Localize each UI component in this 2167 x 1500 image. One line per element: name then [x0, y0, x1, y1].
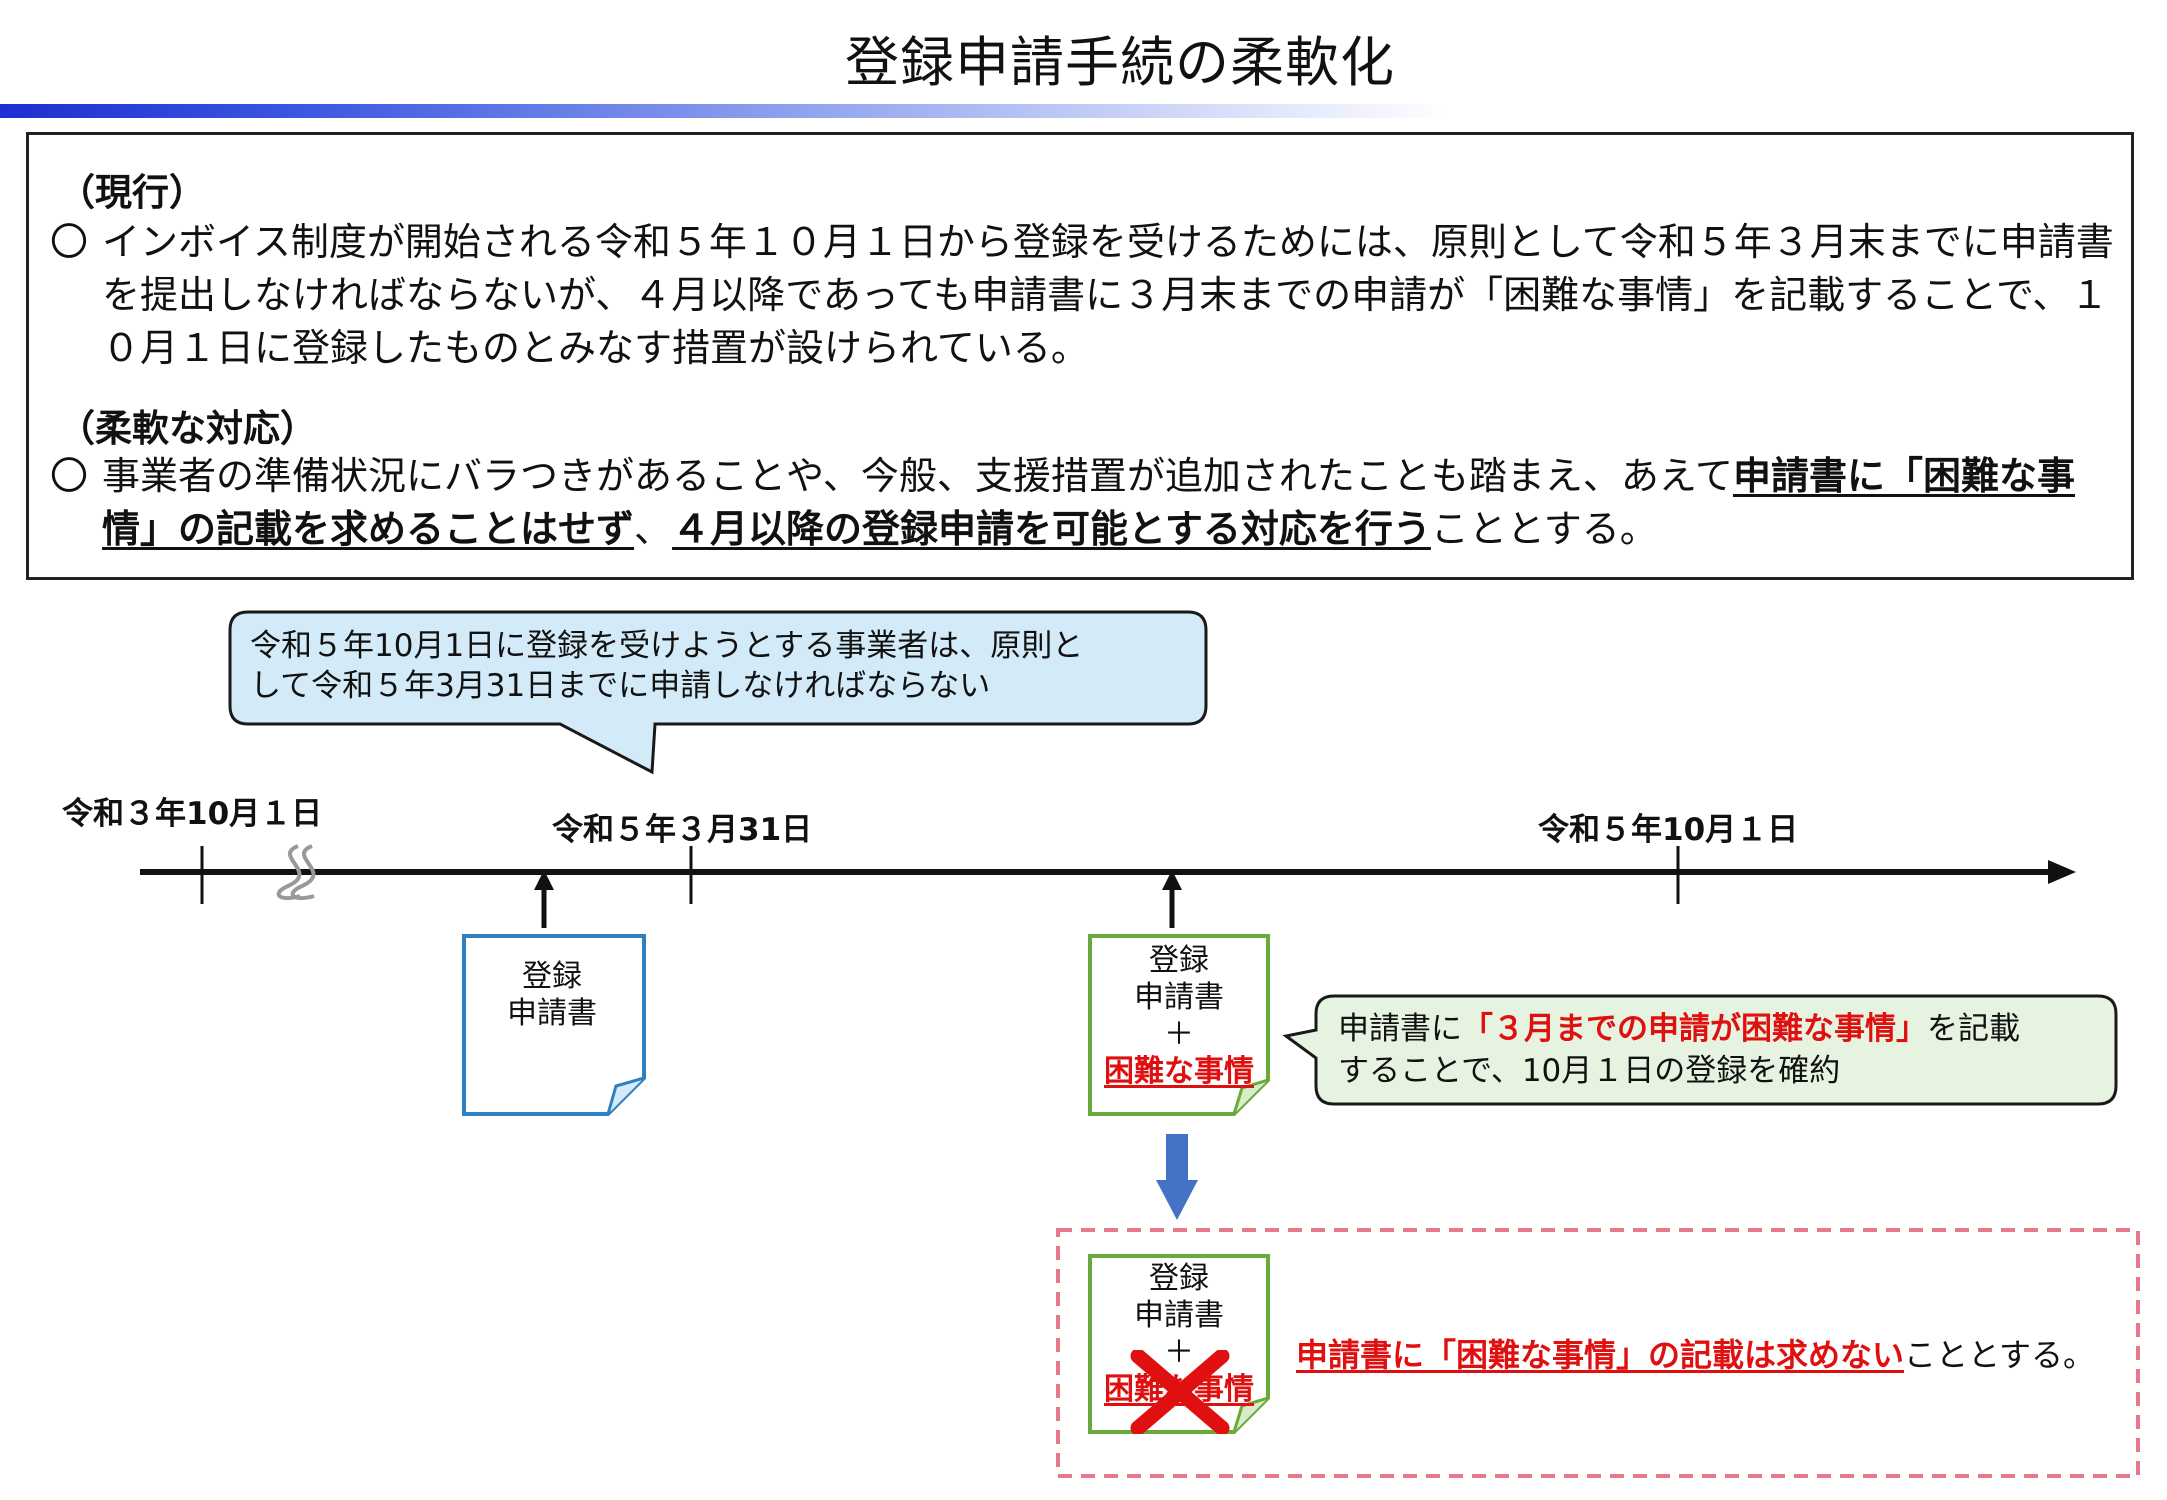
doc-crossed-plus: ＋: [1164, 1335, 1194, 1370]
doc-green-line2: 申請書: [1134, 980, 1224, 1015]
flexible-bold-1: 申請書に「困難な事情」の記載を求めることはせず: [102, 454, 2075, 551]
bullet-circle-icon: 〇: [50, 454, 89, 498]
flexible-bold-2: ４月以降の登録申請を可能とする対応を行う: [672, 507, 1431, 551]
arrow-down-blue-head: [1156, 1180, 1198, 1220]
doc-green-label: 登録 申請書 ＋ 困難な事情: [1090, 942, 1268, 1090]
callout-green-text: 申請書に「３月までの申請が困難な事情」を記載 することで、10月１日の登録を確約: [1338, 1008, 2098, 1092]
date-start-label: 令和３年10月１日: [62, 796, 323, 832]
doc-green-difficulty: 困難な事情: [1104, 1054, 1254, 1089]
title-underline-bar: [0, 104, 1450, 118]
timeline-break-icon: [276, 844, 302, 901]
date-oct-label: 令和５年10月１日: [1538, 812, 1799, 848]
callout-top-text: 令和５年10月1日に登録を受けようとする事業者は、原則と して令和５年3月31日…: [250, 626, 1190, 706]
callout-green-line2: することで、10月１日の登録を確約: [1338, 1053, 1841, 1089]
doc-blue-line1: 登録: [522, 959, 582, 994]
conclusion-text: 申請書に「困難な事情」の記載は求めないこととする。: [1296, 1330, 2095, 1376]
callout-top-shape: [228, 610, 1208, 775]
conclusion-dashed-box: [1056, 1228, 2140, 1478]
doc-green-fold: [1232, 1078, 1269, 1115]
callout-top-line2: して令和５年3月31日までに申請しなければならない: [250, 668, 991, 704]
doc-crossed-line2: 申請書: [1134, 1298, 1224, 1333]
doc-crossed-fold: [1232, 1396, 1269, 1433]
flexible-text-3: こととする。: [1430, 507, 1658, 551]
flexible-heading: （柔軟な対応）: [58, 407, 317, 450]
date-mar-label: 令和５年３月31日: [552, 812, 813, 848]
timeline-arrowhead: [2048, 860, 2076, 884]
summary-box: [26, 132, 2134, 580]
current-heading: （現行）: [58, 171, 206, 214]
arrow-up-green-doc-head: [1162, 870, 1182, 890]
current-paragraph: 〇 インボイス制度が開始される令和５年１０月１日から登録を受けるためには、原則と…: [50, 216, 2120, 375]
callout-top-line1: 令和５年10月1日に登録を受けようとする事業者は、原則と: [250, 628, 1084, 664]
cross-out-x-icon: [1130, 1350, 1230, 1434]
doc-blue-fold: [606, 1076, 645, 1115]
doc-blue-label: 登録 申請書: [464, 958, 640, 1032]
timeline-break-icon-2: [290, 844, 316, 901]
flexible-paragraph: 〇 事業者の準備状況にバラつきがあることや、今般、支援措置が追加されたことも踏ま…: [50, 450, 2120, 556]
callout-green-shape: [1282, 994, 2118, 1106]
doc-crossed-line1: 登録: [1149, 1261, 1209, 1296]
doc-green-plus: ＋: [1164, 1017, 1194, 1052]
conclusion-suffix: こととする。: [1904, 1336, 2096, 1374]
callout-green-prefix: 申請書に: [1338, 1011, 1462, 1047]
current-text: インボイス制度が開始される令和５年１０月１日から登録を受けるためには、原則として…: [102, 220, 2114, 370]
page-title: 登録申請手続の柔軟化: [845, 31, 1395, 94]
bullet-circle-icon: 〇: [50, 220, 89, 264]
doc-blue-line2: 申請書: [507, 996, 597, 1031]
flexible-text-2: 、: [634, 507, 673, 551]
doc-green-line1: 登録: [1149, 943, 1209, 978]
conclusion-highlight: 申請書に「困難な事情」の記載は求めない: [1296, 1336, 1905, 1374]
arrow-down-blue-shaft: [1166, 1134, 1188, 1182]
arrow-up-blue-doc-head: [534, 870, 554, 890]
flexible-text: 事業者の準備状況にバラつきがあることや、今般、支援措置が追加されたことも踏まえ、…: [102, 450, 2120, 556]
flexible-text-1: 事業者の準備状況にバラつきがあることや、今般、支援措置が追加されたことも踏まえ、…: [102, 454, 1733, 498]
callout-green-highlight: 「３月までの申請が困難な事情」: [1462, 1011, 1927, 1047]
callout-green-suffix: を記載: [1927, 1011, 2020, 1047]
